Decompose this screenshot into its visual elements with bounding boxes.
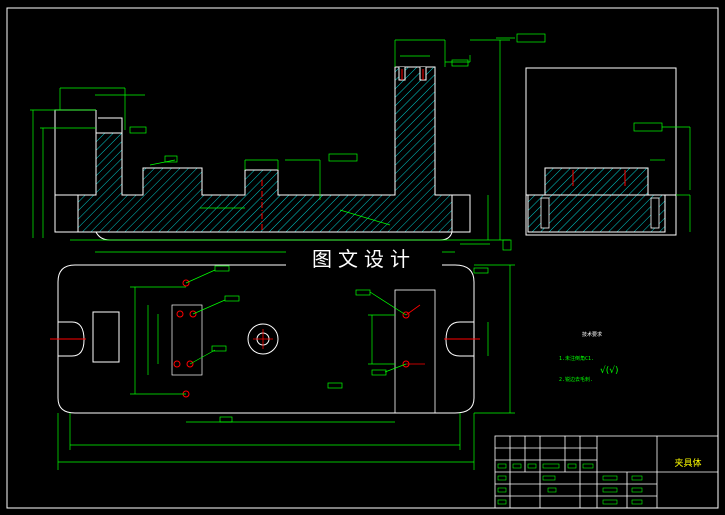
tech-requirements-body: 1.未注倒角C1. 2.锐边去毛刺.	[559, 342, 594, 391]
roughness-symbol: √(√)	[600, 366, 619, 376]
tech-req-line-2: 2.锐边去毛刺.	[559, 377, 594, 383]
tech-req-line-1: 1.未注倒角C1.	[559, 356, 595, 362]
front-dimensions	[30, 33, 546, 253]
right-end-slot	[445, 321, 474, 357]
side-view	[525, 67, 677, 236]
base-foot-line	[95, 231, 453, 241]
front-right-step	[452, 194, 471, 233]
plan-outline	[57, 264, 475, 414]
front-section-view	[54, 66, 471, 241]
side-dimensions	[633, 122, 691, 232]
plan-pocket	[92, 311, 120, 363]
front-hatched-body	[77, 66, 453, 233]
title-block	[494, 435, 719, 509]
title-block-cells	[497, 463, 643, 505]
plan-view	[50, 264, 480, 414]
plan-dimensions	[57, 264, 515, 470]
center-boss-outer	[247, 323, 279, 355]
left-end-slot	[58, 321, 85, 357]
drawing-border	[6, 7, 719, 509]
plan-inner-rect	[394, 289, 436, 414]
side-view-frame	[525, 67, 677, 236]
tech-requirements-title: 技术要求	[582, 332, 603, 338]
bolt-holes	[173, 279, 410, 398]
watermark-label: 图文设计	[286, 242, 442, 276]
part-name-label: 夹具体	[674, 459, 702, 469]
